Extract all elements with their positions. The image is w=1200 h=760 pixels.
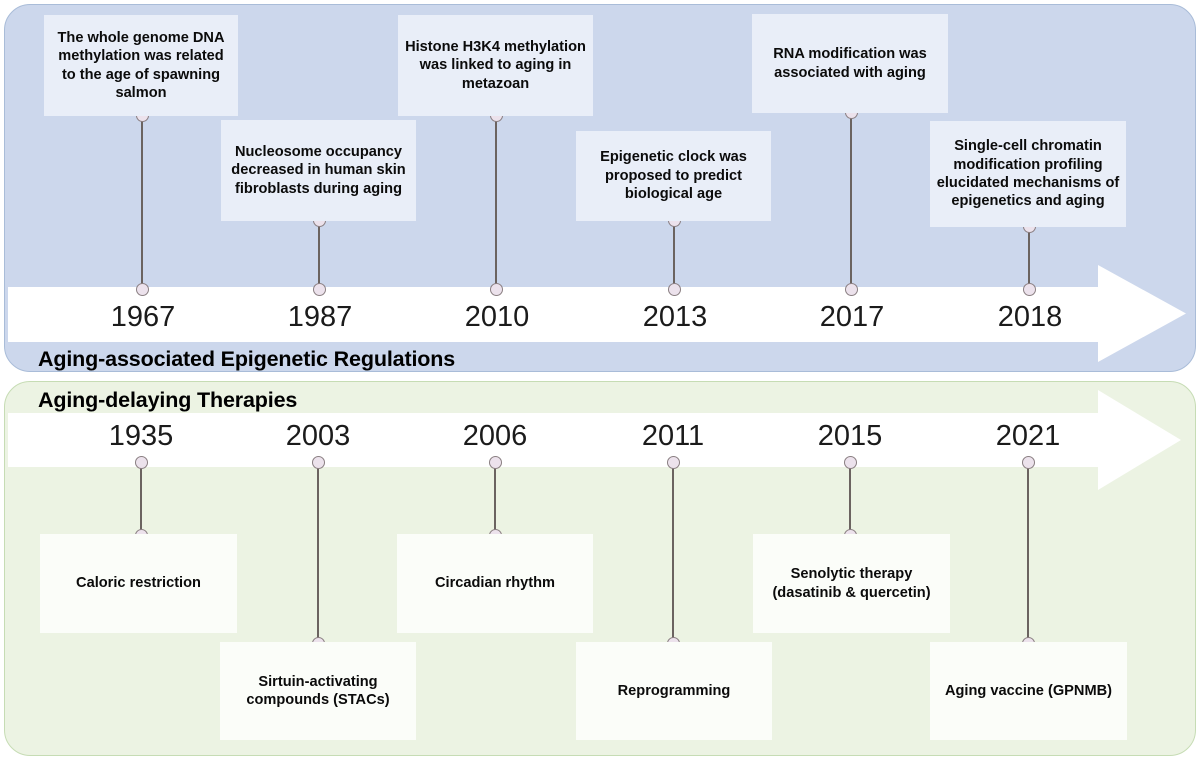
year-label: 1967 [110, 301, 176, 333]
connector-dot-bottom [844, 282, 858, 296]
year-label: 2011 [641, 420, 705, 452]
year-label: 2013 [642, 301, 708, 333]
connector-stem [495, 115, 497, 289]
event-box: Senolytic therapy (dasatinib & quercetin… [753, 534, 950, 633]
connector-dot-bottom [312, 282, 326, 296]
connector-dot-top [488, 455, 502, 469]
event-box: The whole genome DNA methylation was rel… [44, 15, 238, 116]
event-box: Aging vaccine (GPNMB) [930, 642, 1127, 740]
connector-stem [672, 462, 674, 643]
connector-stem [494, 462, 496, 535]
connector-stem [1027, 462, 1029, 643]
connector-dot-bottom [135, 282, 149, 296]
event-box: Circadian rhythm [397, 534, 593, 633]
connector-stem [850, 112, 852, 289]
connector-stem [318, 220, 320, 289]
connector-dot-top [1021, 455, 1035, 469]
connector-stem [1028, 226, 1030, 289]
event-box: Caloric restriction [40, 534, 237, 633]
connector-stem [673, 220, 675, 289]
connector-dot-top [134, 455, 148, 469]
connector-stem [317, 462, 319, 643]
connector-dot-bottom [489, 282, 503, 296]
panel-title-bottom: Aging-delaying Therapies [38, 388, 298, 412]
connector-dot-bottom [1022, 282, 1036, 296]
event-box: Nucleosome occupancy decreased in human … [221, 120, 416, 221]
year-label: 2017 [819, 301, 885, 333]
year-label: 2006 [462, 420, 528, 452]
year-label: 1987 [287, 301, 353, 333]
year-label: 2003 [285, 420, 351, 452]
event-box: Histone H3K4 methylation was linked to a… [398, 15, 593, 116]
event-box: RNA modification was associated with agi… [752, 14, 948, 113]
event-box: Single-cell chromatin modification profi… [930, 121, 1126, 227]
year-label: 2021 [995, 420, 1061, 452]
event-box: Sirtuin-activating compounds (STACs) [220, 642, 416, 740]
event-box: Reprogramming [576, 642, 772, 740]
year-label: 2015 [817, 420, 883, 452]
connector-stem [140, 462, 142, 535]
connector-stem [141, 115, 143, 289]
connector-dot-top [311, 455, 325, 469]
connector-dot-bottom [667, 282, 681, 296]
panel-title-top: Aging-associated Epigenetic Regulations [38, 347, 456, 371]
connector-dot-top [666, 455, 680, 469]
year-label: 2018 [997, 301, 1063, 333]
connector-dot-top [843, 455, 857, 469]
year-label: 1935 [108, 420, 174, 452]
event-box: Epigenetic clock was proposed to predict… [576, 131, 771, 221]
year-label: 2010 [464, 301, 530, 333]
connector-stem [849, 462, 851, 535]
